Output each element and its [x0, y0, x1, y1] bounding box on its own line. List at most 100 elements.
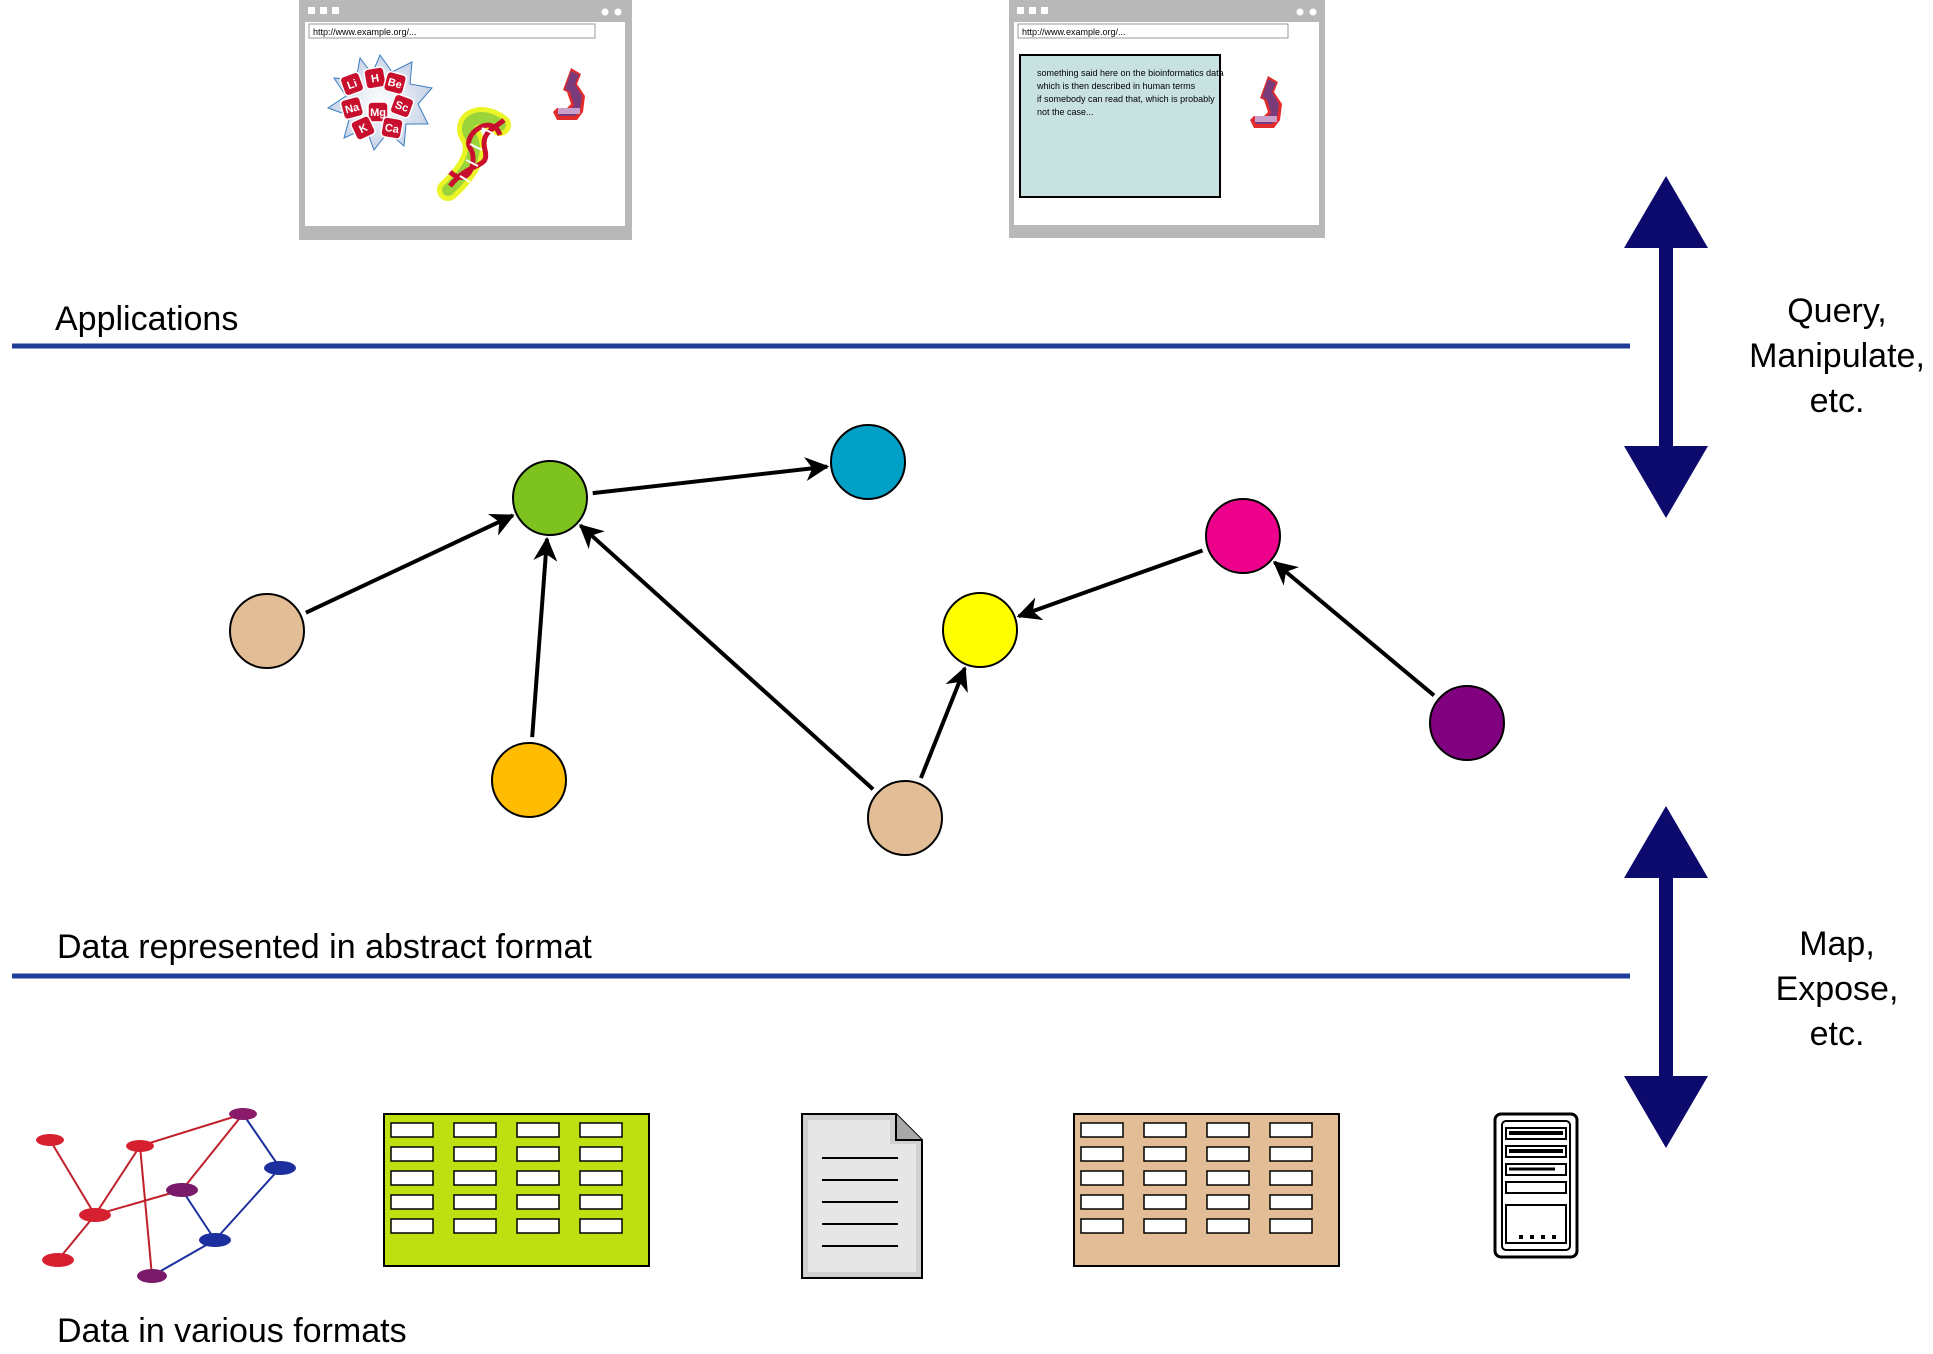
- text-panel-line: which is then described in human terms: [1036, 81, 1196, 91]
- element-symbol: Mg: [370, 107, 386, 119]
- element-symbol: H: [370, 72, 380, 85]
- spreadsheet-cell: [516, 1218, 560, 1234]
- abstract-graph: [229, 424, 1505, 856]
- spreadsheet-cell: [1143, 1122, 1187, 1138]
- element-cell: H: [363, 66, 387, 90]
- spreadsheet-cell: [516, 1170, 560, 1186]
- document-icon: [801, 1113, 923, 1279]
- spreadsheet-icon: [1073, 1113, 1340, 1267]
- text-panel-line: not the case...: [1037, 107, 1094, 117]
- microscope-icon: [1250, 76, 1282, 128]
- spreadsheet-cell: [390, 1170, 434, 1186]
- graph-edge: [305, 513, 515, 615]
- element-symbol: Be: [386, 76, 403, 91]
- spreadsheet-cell: [516, 1194, 560, 1210]
- element-cell: Mg: [367, 101, 389, 123]
- spreadsheet-cell: [516, 1146, 560, 1162]
- expose-action-label: Expose,: [1776, 970, 1899, 1008]
- spreadsheet-cell: [453, 1218, 497, 1234]
- spreadsheet-cell: [1080, 1122, 1124, 1138]
- graph-edge: [919, 666, 968, 779]
- element-cell: Ca: [380, 116, 404, 140]
- spreadsheet-cell: [579, 1146, 623, 1162]
- graph-node: [942, 592, 1018, 668]
- manipulate-action-label: Manipulate,: [1749, 337, 1925, 375]
- element-cell: Li: [339, 71, 365, 97]
- element-cell: Be: [382, 70, 408, 96]
- spreadsheet-cell: [1269, 1194, 1313, 1210]
- spreadsheet-cell: [516, 1122, 560, 1138]
- graph-node: [229, 593, 305, 669]
- formats-label: Data in various formats: [57, 1312, 407, 1350]
- spreadsheet-cell: [1269, 1218, 1313, 1234]
- text-panel: [1019, 54, 1221, 198]
- graph-node: [830, 424, 906, 500]
- text-panel-line: something said here on the bioinformatic…: [1037, 68, 1224, 78]
- graph-edge: [592, 457, 830, 496]
- microscope-icon: [553, 68, 585, 120]
- element-cell: K: [350, 115, 376, 141]
- spreadsheet-cell: [579, 1122, 623, 1138]
- spreadsheet-cell: [579, 1194, 623, 1210]
- spreadsheet-cell: [390, 1146, 434, 1162]
- spreadsheet-cell: [1206, 1218, 1250, 1234]
- address-bar: http://www.example.org/...: [1017, 23, 1289, 39]
- element-cell: Sc: [389, 93, 415, 119]
- spreadsheet-cell: [1143, 1194, 1187, 1210]
- graph-edge: [578, 523, 875, 791]
- graph-edge: [1272, 560, 1436, 697]
- spreadsheet-cell: [1080, 1218, 1124, 1234]
- spreadsheet-icon: [383, 1113, 650, 1267]
- spreadsheet-cell: [1269, 1170, 1313, 1186]
- element-symbol: Ca: [384, 122, 401, 136]
- spreadsheet-cell: [1080, 1146, 1124, 1162]
- graph-node: [1205, 498, 1281, 574]
- spreadsheet-cell: [1206, 1170, 1250, 1186]
- etc-action-label: etc.: [1810, 382, 1865, 420]
- graph-node: [867, 780, 943, 856]
- double-arrow-icon: [1624, 806, 1708, 1148]
- spreadsheet-cell: [1080, 1170, 1124, 1186]
- spreadsheet-cell: [1269, 1146, 1313, 1162]
- graph-edge: [1016, 548, 1204, 621]
- spreadsheet-cell: [1143, 1146, 1187, 1162]
- element-symbol: Li: [346, 78, 359, 93]
- double-arrow-icon: [1624, 176, 1708, 518]
- applications-label: Applications: [55, 300, 238, 338]
- spreadsheet-cell: [453, 1122, 497, 1138]
- graph-node: [1429, 685, 1505, 761]
- spreadsheet-cell: [579, 1218, 623, 1234]
- browser-window-right: http://www.example.org/... something sai…: [1009, 0, 1325, 238]
- spreadsheet-cell: [1206, 1146, 1250, 1162]
- graph-edge: [530, 536, 558, 738]
- spreadsheet-cell: [1143, 1218, 1187, 1234]
- element-symbol: Sc: [393, 99, 410, 115]
- spreadsheet-cell: [453, 1170, 497, 1186]
- text-panel-line: if somebody can read that, which is prob…: [1037, 94, 1215, 104]
- query-action-label: Query,: [1787, 292, 1887, 330]
- element-symbol: Na: [344, 101, 362, 116]
- address-bar-url: http://www.example.org/...: [313, 27, 417, 37]
- form-icon: [1493, 1112, 1579, 1259]
- spreadsheet-cell: [453, 1146, 497, 1162]
- spreadsheet-cell: [1080, 1194, 1124, 1210]
- element-cell: Na: [339, 95, 365, 121]
- network-graph-icon: [36, 1108, 296, 1283]
- map-action-label: Map,: [1799, 925, 1875, 963]
- spreadsheet-cell: [1206, 1194, 1250, 1210]
- dna-icon: [437, 107, 511, 201]
- address-bar-url: http://www.example.org/...: [1022, 27, 1126, 37]
- spreadsheet-cell: [579, 1170, 623, 1186]
- spreadsheet-cell: [390, 1218, 434, 1234]
- graph-node: [491, 742, 567, 818]
- abstract-data-label: Data represented in abstract format: [57, 928, 592, 966]
- address-bar: http://www.example.org/...: [308, 23, 596, 39]
- spreadsheet-cell: [1206, 1122, 1250, 1138]
- graph-node: [512, 460, 588, 536]
- spreadsheet-cell: [390, 1122, 434, 1138]
- etc-action-label: etc.: [1810, 1015, 1865, 1053]
- spreadsheet-cell: [1143, 1170, 1187, 1186]
